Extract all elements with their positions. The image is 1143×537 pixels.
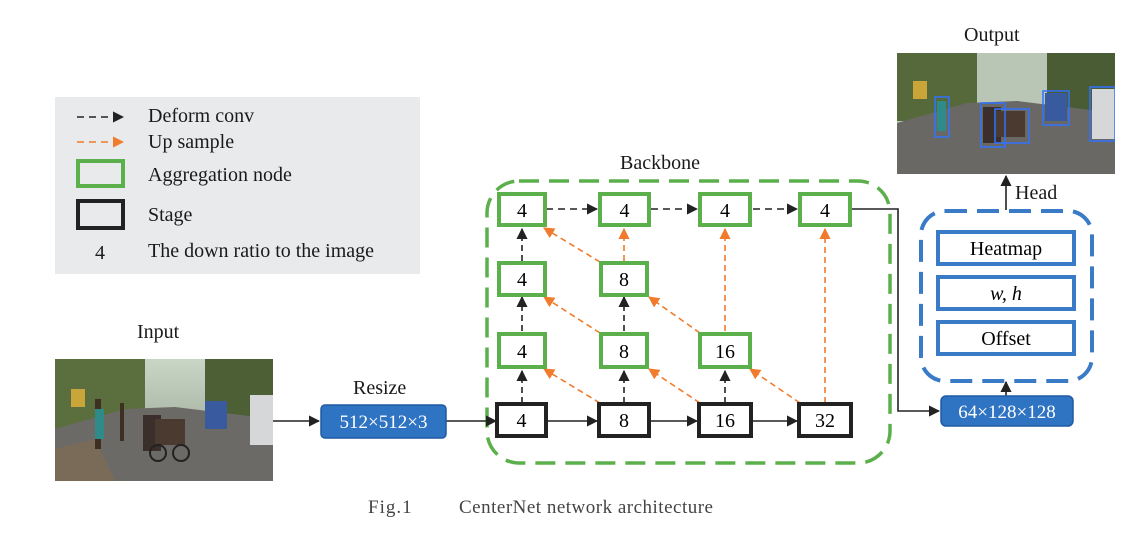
agg-label: 8 <box>619 269 629 291</box>
legend-upsample-label: Up sample <box>148 131 235 153</box>
output-label: Output <box>964 24 1020 46</box>
aggregation-node <box>798 192 852 227</box>
legend-ratio-symbol: 4 <box>95 242 105 264</box>
aggregation-node <box>698 332 752 369</box>
stage-label: 8 <box>619 410 629 432</box>
legend-aggregation-swatch <box>76 159 125 188</box>
figure-caption: CenterNet network architecture <box>459 497 714 518</box>
agg-label: 4 <box>517 200 527 222</box>
upsample-16-to-8-row1 <box>648 368 701 404</box>
upsample-8-to-4-row3 <box>543 227 601 263</box>
stage-node <box>597 402 651 438</box>
legend-aggregation-label: Aggregation node <box>148 164 292 186</box>
stage-row: 4 8 16 32 <box>495 402 853 438</box>
aggregation-node <box>598 192 651 227</box>
aggregation-node <box>599 261 649 297</box>
offset-label: Offset <box>981 328 1031 350</box>
agg-row-3: 4 4 4 4 <box>497 192 852 227</box>
heatmap-box <box>936 230 1076 266</box>
legend-ratio-label: The down ratio to the image <box>148 240 375 262</box>
wh-box <box>936 275 1076 311</box>
wh-label: w, h <box>990 283 1022 305</box>
agg-label: 4 <box>517 341 527 363</box>
legend-panel: Deform conv Up sample Aggregation node S… <box>55 97 420 274</box>
output-scene-drawing <box>897 53 1115 174</box>
agg-label: 4 <box>620 200 630 222</box>
backbone-region <box>485 179 892 465</box>
backbone-label: Backbone <box>620 152 700 174</box>
offset-box <box>936 320 1076 356</box>
upsample-32-to-16 <box>749 368 801 404</box>
agg-label: 8 <box>619 341 629 363</box>
resize-box-label: 512×512×3 <box>340 412 428 433</box>
aggregation-node <box>497 192 547 227</box>
stage-label: 32 <box>815 410 835 432</box>
resize-box <box>320 404 447 439</box>
arrow-backbone-to-feature <box>851 208 941 417</box>
agg-row-2: 4 8 <box>497 261 649 297</box>
stage-label: 4 <box>517 410 527 432</box>
upsample-8-to-4-row1 <box>543 368 601 404</box>
output-image <box>897 53 1115 174</box>
stage-node <box>697 402 753 438</box>
agg-label: 4 <box>517 269 527 291</box>
resize-label: Resize <box>353 377 407 399</box>
input-image <box>55 359 273 481</box>
agg-label: 4 <box>820 200 830 222</box>
input-label: Input <box>137 321 180 343</box>
aggregation-node <box>497 332 547 369</box>
legend-stage-label: Stage <box>148 204 193 226</box>
agg-label: 4 <box>720 200 730 222</box>
legend-deform-label: Deform conv <box>148 105 255 127</box>
input-scene-drawing <box>55 359 273 481</box>
aggregation-node <box>497 261 547 297</box>
head-label: Head <box>1015 182 1058 204</box>
agg-label: 16 <box>715 341 735 363</box>
heatmap-label: Heatmap <box>970 238 1042 260</box>
stage-node <box>797 402 853 438</box>
feature-box <box>940 395 1074 427</box>
legend-stage-swatch <box>76 199 125 230</box>
stage-label: 16 <box>715 410 735 432</box>
aggregation-node <box>698 192 752 227</box>
upsample-8-to-4-row2 <box>543 296 601 334</box>
aggregation-node <box>599 332 649 369</box>
feature-box-label: 64×128×128 <box>958 402 1055 423</box>
figure-number: Fig.1 <box>368 497 413 518</box>
legend-symbols <box>76 111 125 230</box>
agg-row-1: 4 8 16 <box>497 332 752 369</box>
stage-node <box>495 402 548 438</box>
upsample-16-to-8-row2 <box>648 296 701 334</box>
